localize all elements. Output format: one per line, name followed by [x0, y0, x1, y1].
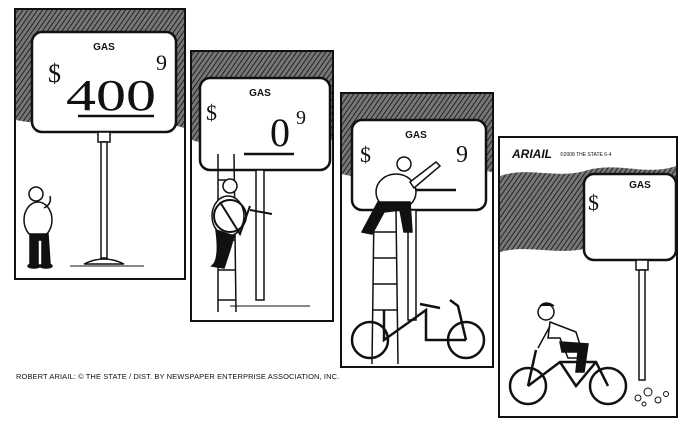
sign-pole — [100, 141, 108, 259]
panel-4: ARIAIL ©2008 THE STATE 6-4 GAS $ — [498, 136, 678, 418]
sign-pole — [638, 269, 646, 381]
artist-signature: ARIAIL — [511, 147, 552, 161]
bicycle — [508, 349, 628, 406]
price-dollar: $ — [48, 59, 61, 88]
panel-2: GAS $ 0 9 — [190, 50, 334, 322]
cyclist-figure — [537, 302, 589, 373]
price-super: 9 — [456, 142, 468, 168]
price-digits: 0 — [270, 110, 290, 155]
sign-label: GAS — [249, 88, 271, 99]
man-figure — [360, 156, 442, 235]
sign-pole — [255, 169, 265, 301]
panel-3: GAS $ 9 — [340, 92, 494, 368]
gas-sign — [198, 76, 332, 172]
price-dollar: $ — [360, 142, 371, 167]
sign-label: GAS — [93, 42, 115, 53]
price-digits: 400 — [66, 71, 156, 120]
sign-label: GAS — [405, 130, 427, 141]
panel-1: GAS $ 400 9 — [14, 8, 186, 280]
dust-cloud — [634, 387, 669, 407]
man-figure — [210, 178, 273, 269]
copyright-credit: ROBERT ARIAIL: © THE STATE / DIST. BY NE… — [16, 372, 340, 381]
digit-bicycle — [350, 299, 486, 360]
price-dollar: $ — [588, 190, 599, 215]
price-super: 9 — [296, 107, 306, 129]
man-figure — [23, 186, 53, 269]
ladder — [371, 209, 399, 365]
sign-label: GAS — [629, 180, 651, 191]
signature-note: ©2008 THE STATE 6-4 — [560, 151, 612, 158]
price-dollar: $ — [206, 100, 217, 125]
price-super: 9 — [156, 50, 167, 75]
gas-sign — [582, 172, 678, 262]
